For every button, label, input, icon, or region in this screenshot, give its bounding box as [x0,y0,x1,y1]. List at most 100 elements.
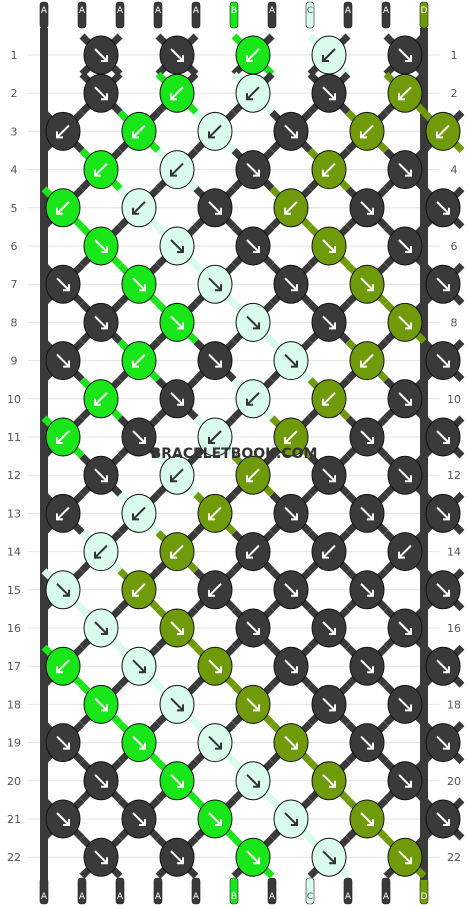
arrow-se-icon [436,430,450,444]
arrow-se-icon [436,277,450,291]
arrow-se-icon [170,697,184,712]
arrow-se-icon [436,201,450,215]
arrowhead-icon [367,284,374,292]
arrowhead-icon [443,284,450,292]
row-number-left: 5 [11,202,18,215]
arrow-se-icon [322,850,336,864]
arrowhead-icon [170,551,177,559]
arrowhead-icon [443,437,450,444]
knot [83,837,119,877]
row-number-left: 6 [11,240,18,253]
arrow-se-icon [208,812,222,826]
arrowhead-icon [322,55,329,62]
arrow-se-icon [94,48,108,62]
arrowhead-icon [443,513,450,521]
arrowhead-icon [253,246,260,253]
knot [425,570,461,610]
arrowhead-icon [101,475,108,483]
arrowhead-icon [367,666,374,674]
thread-label-top: A [41,6,48,16]
knot [311,837,347,877]
arrow-sw-icon [360,353,374,368]
arrow-se-icon [94,850,108,864]
thread-bottom-A [381,877,391,905]
arrow-se-icon [170,621,184,635]
arrowhead-icon [443,360,450,368]
arrow-se-icon [246,315,260,330]
arrowhead-icon [253,169,260,177]
arrow-sw-icon [246,468,260,482]
arrow-se-icon [398,697,412,712]
thread-label-top: D [421,6,428,16]
row-number-left: 22 [7,851,21,864]
arrowhead-icon [253,704,260,712]
arrowhead-icon [94,398,101,406]
arrow-sw-icon [398,544,412,559]
arrowhead-icon [132,131,139,139]
arrowhead-icon [405,475,412,483]
knot [235,837,271,877]
arrowhead-icon [329,246,336,253]
arrow-se-icon [170,392,184,406]
arrowhead-icon [56,437,63,444]
row-number-left: 7 [11,278,18,291]
thread-label-top: A [79,6,86,16]
arrowhead-icon [253,780,260,788]
thread-label-bottom: B [231,892,237,902]
thread-label-bottom: A [269,892,276,902]
arrowhead-icon [367,742,374,750]
arrowhead-icon [63,819,70,826]
knot [121,799,157,839]
arrow-sw-icon [208,583,222,597]
arrow-sw-icon [56,201,70,215]
knot [349,493,385,533]
arrow-se-icon [436,812,450,826]
knot [83,608,119,648]
knot [121,646,157,686]
arrow-sw-icon [170,162,184,177]
arrow-se-icon [56,583,70,597]
knot [197,264,233,304]
knot [311,532,347,572]
knot [387,761,423,801]
knot [83,150,119,190]
arrow-sw-icon [246,86,260,100]
arrowhead-icon [101,93,108,101]
arrow-se-icon [170,850,184,864]
knot [83,73,119,113]
knot [425,341,461,381]
arrow-se-icon [94,86,108,100]
arrow-sw-icon [208,124,222,139]
arrow-se-icon [132,735,146,750]
knot [349,570,385,610]
knot [311,150,347,190]
knot [273,111,309,151]
knot [197,111,233,151]
knot [83,226,119,266]
arrowhead-icon [215,742,222,750]
arrow-sw-icon [322,162,336,177]
arrowhead-icon [177,628,184,635]
knot [273,341,309,381]
arrowhead-icon [132,360,139,368]
arrow-sw-icon [132,583,146,597]
arrow-se-icon [56,277,70,291]
arrowhead-icon [322,169,329,177]
knot [387,226,423,266]
arrow-se-icon [360,583,374,597]
knot [45,493,81,533]
arrowhead-icon [208,513,215,521]
arrowhead-icon [291,360,298,368]
arrow-se-icon [398,315,412,330]
thread-label-bottom: A [193,892,200,902]
knot [45,799,81,839]
arrowhead-icon [322,551,329,559]
row-number-left: 17 [7,660,21,673]
arrowhead-icon [101,780,108,788]
arrowhead-icon [177,398,184,406]
knot [45,646,81,686]
arrow-se-icon [246,697,260,712]
row-number-left: 11 [7,431,21,444]
arrowhead-icon [101,322,108,330]
